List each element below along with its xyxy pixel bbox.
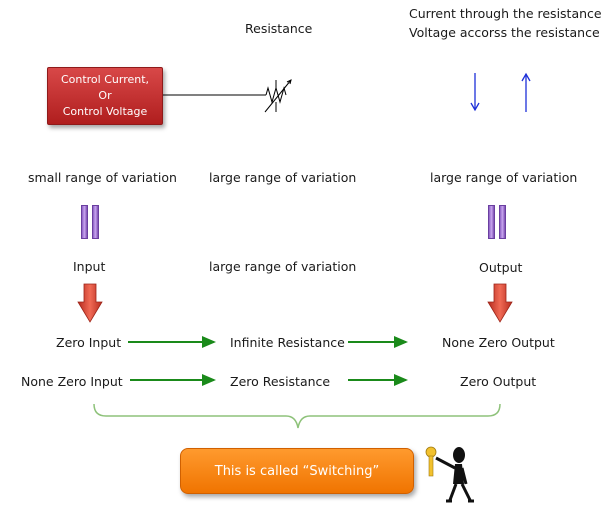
voltage-up-arrow-icon	[521, 72, 531, 112]
grouping-brace	[93, 403, 501, 429]
variable-resistor-icon	[264, 79, 292, 113]
control-source-box: Control Current, Or Control Voltage	[47, 67, 163, 125]
large-range-label-resistance: large range of variation	[209, 170, 357, 185]
control-line2: Or	[98, 89, 112, 102]
output-label: Output	[479, 260, 523, 275]
voltage-across-label: Voltage accorss the resistance	[409, 25, 600, 40]
output-down-arrow-icon	[487, 283, 513, 323]
switching-text: This is called “Switching”	[214, 463, 380, 479]
zero-input-label: Zero Input	[56, 335, 122, 350]
large-range-label-mid: large range of variation	[209, 259, 357, 274]
small-range-label: small range of variation	[28, 170, 177, 185]
current-down-arrow-icon	[470, 73, 480, 112]
zero-resistance-label: Zero Resistance	[230, 374, 331, 389]
switching-callout: This is called “Switching”	[180, 448, 414, 494]
none-zero-output-label: None Zero Output	[442, 335, 555, 350]
none-zero-input-label: None Zero Input	[21, 374, 123, 389]
input-label: Input	[73, 259, 106, 274]
stick-figure-with-key-icon	[425, 446, 474, 503]
infinite-resistance-label: Infinite Resistance	[230, 335, 345, 350]
control-line1: Control Current,	[60, 73, 150, 86]
input-equal-bars-icon	[81, 205, 99, 239]
current-through-label: Current through the resistance	[409, 6, 602, 21]
output-equal-bars-icon	[488, 205, 506, 239]
input-down-arrow-icon	[77, 283, 103, 323]
control-line3: Control Voltage	[62, 105, 148, 118]
zero-output-label: Zero Output	[460, 374, 537, 389]
resistance-label: Resistance	[245, 21, 313, 36]
large-range-label-output: large range of variation	[430, 170, 578, 185]
